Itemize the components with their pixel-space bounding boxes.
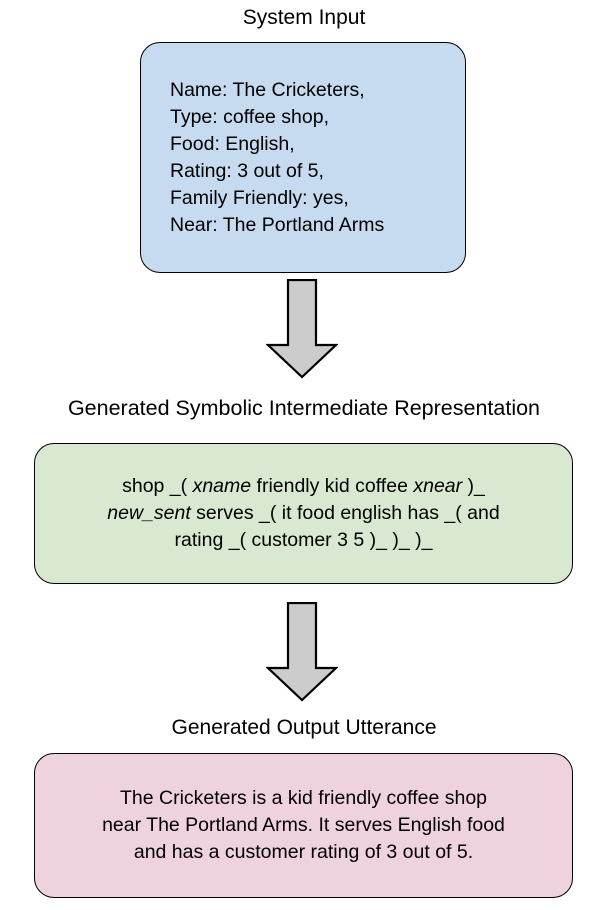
system-input-line: Rating: 3 out of 5, [170, 159, 324, 182]
symbolic-line-2: new_sent serves _( it food english has _… [53, 500, 554, 527]
system-input-box: Name: The Cricketers, Type: coffee shop,… [140, 42, 466, 273]
arrow-symbolic-to-output-icon [266, 602, 338, 702]
symbolic-token-text: serves _( it food english has _( and [190, 502, 500, 524]
output-line: The Cricketers is a kid friendly coffee … [119, 787, 488, 809]
output-utterance-title: Generated Output Utterance [171, 716, 437, 739]
symbolic-token-new-sent: new_sent [107, 502, 191, 524]
symbolic-token-xname: xname [192, 475, 252, 497]
symbolic-line-3: rating _( customer 3 5 )_ )_ )_ [174, 529, 433, 551]
arrow-input-to-symbolic-icon [266, 279, 338, 379]
symbolic-token-xnear: xnear [413, 475, 463, 497]
system-input-line: Name: The Cricketers, [170, 78, 365, 101]
symbolic-line-1: shop _( xname friendly kid coffee xnear … [53, 473, 554, 500]
output-line: near The Portland Arms. It serves Englis… [102, 814, 505, 836]
symbolic-representation-box: shop _( xname friendly kid coffee xnear … [34, 443, 573, 584]
symbolic-token-text: )_ [462, 475, 485, 497]
system-input-line: Type: coffee shop, [170, 105, 329, 128]
symbolic-representation-title: Generated Symbolic Intermediate Represen… [67, 396, 541, 420]
symbolic-token-text: shop _( [122, 475, 193, 497]
system-input-line: Family Friendly: yes, [170, 186, 349, 209]
output-line: and has a customer rating of 3 out of 5. [133, 841, 474, 863]
output-utterance-box: The Cricketers is a kid friendly coffee … [34, 753, 573, 898]
system-input-line: Food: English, [170, 132, 295, 155]
system-input-line: Near: The Portland Arms [170, 213, 385, 236]
system-input-title: System Input [242, 6, 366, 29]
symbolic-token-text: friendly kid coffee [251, 475, 414, 497]
